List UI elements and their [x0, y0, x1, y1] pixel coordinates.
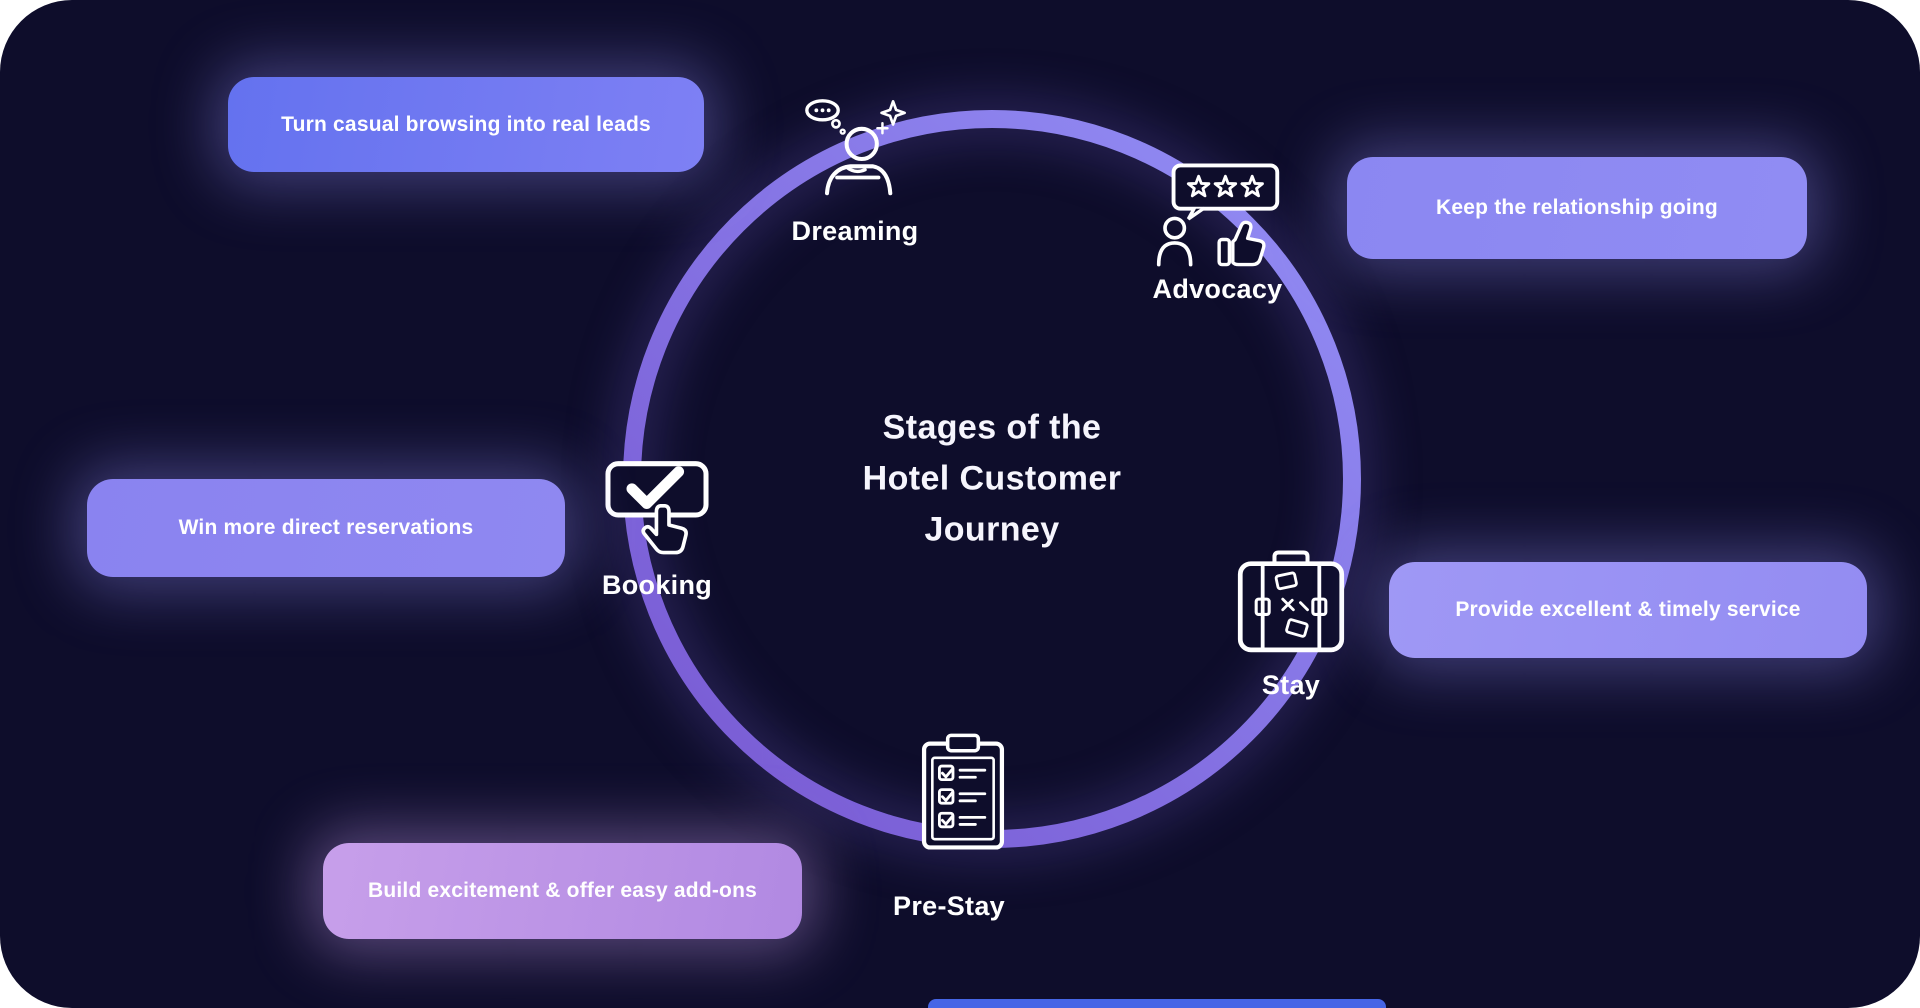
suitcase-icon	[1237, 550, 1345, 653]
callout-text: Build excitement & offer easy add-ons	[368, 879, 757, 902]
callout-booking: Win more direct reservations	[87, 479, 565, 577]
callout-text: Turn casual browsing into real leads	[281, 112, 651, 136]
callout-text: Provide excellent & timely service	[1455, 598, 1801, 621]
stage-stay: Stay	[1227, 546, 1355, 701]
diagram-title-line: Hotel Customer	[862, 459, 1122, 498]
checkbox-click-icon	[605, 461, 709, 555]
stage-label-pre-stay: Pre-Stay	[893, 891, 1005, 921]
callout-dreaming: Turn casual browsing into real leads	[228, 77, 704, 172]
stage-label-dreaming: Dreaming	[791, 216, 919, 246]
stage-dreaming: Dreaming	[790, 98, 920, 247]
callout-text: Keep the relationship going	[1436, 196, 1718, 219]
callout-text: Win more direct reservations	[178, 516, 474, 539]
daydreaming-person-icon	[805, 99, 906, 196]
stage-booking: Booking	[596, 450, 718, 601]
stage-label-stay: Stay	[1261, 670, 1321, 700]
callout-advocacy: Keep the relationship going	[1347, 157, 1807, 259]
callout-stay: Provide excellent & timely service	[1389, 562, 1867, 658]
diagram-title-line: Journey	[924, 510, 1060, 549]
callout-pre-stay: Build excitement & offer easy add-ons	[323, 843, 802, 939]
review-stars-thumbs-up-icon	[1156, 163, 1279, 267]
bottom-blue-bar	[928, 999, 1386, 1008]
diagram-title-line: Stages of the	[882, 408, 1102, 447]
stage-advocacy: Advocacy	[1150, 162, 1285, 305]
checklist-clipboard-icon	[921, 733, 1005, 850]
stage-label-booking: Booking	[601, 570, 713, 600]
diagram-title: Stages of the Hotel Customer Journey	[863, 403, 1122, 556]
stage-pre-stay: Pre-Stay	[893, 733, 1018, 922]
stage-label-advocacy: Advocacy	[1152, 274, 1283, 304]
